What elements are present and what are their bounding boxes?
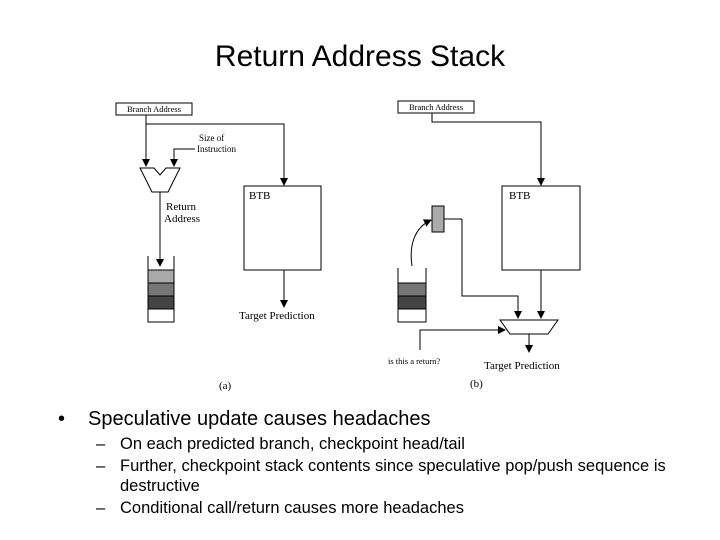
sub-bullet-item: – On each predicted branch, checkpoint h… (96, 434, 698, 454)
is-this-a-return-label: is this a return? (388, 356, 440, 366)
bullet-item: • Speculative update causes headaches (58, 406, 698, 432)
entry-to-mux-line (461, 219, 522, 319)
panel-a: Branch Address Size of Instruction Retur… (115, 102, 322, 392)
size-of-label: Size of (199, 133, 224, 143)
btb-label-a: BTB (249, 190, 270, 202)
popped-entry (431, 205, 445, 233)
branch-to-btb-line-b (431, 113, 545, 186)
sub-bullet-dash: – (96, 457, 106, 475)
branch-address-label-a: Branch Address (127, 104, 181, 114)
address-label: Address (164, 213, 200, 225)
sub-bullet-text: Conditional call/return causes more head… (120, 499, 464, 517)
branch-address-box-a (115, 102, 193, 116)
select-line (419, 326, 506, 350)
bullet-dot: • (58, 408, 66, 430)
caption-a: (a) (219, 380, 232, 392)
bullet-list: • Speculative update causes headaches – … (58, 406, 698, 520)
target-prediction-label-b: Target Prediction (484, 360, 560, 372)
mux-shape (499, 319, 559, 335)
return-address-stack-diagram: Branch Address Size of Instruction Retur… (115, 100, 581, 392)
target-prediction-label-a: Target Prediction (239, 310, 315, 322)
caption-b: (b) (470, 378, 483, 390)
sub-bullet-list: – On each predicted branch, checkpoint h… (58, 434, 698, 518)
return-stack-b (397, 268, 427, 323)
sub-bullet-item: – Conditional call/return causes more he… (96, 498, 698, 518)
sub-bullet-dash: – (96, 499, 106, 517)
bullet-text: Speculative update causes headaches (88, 408, 431, 430)
btb-label-b: BTB (509, 190, 530, 202)
size-to-adder-line (170, 148, 195, 167)
adder-shape (139, 167, 181, 193)
btb-box-a (243, 185, 322, 271)
btb-box-b (501, 185, 581, 271)
return-label: Return (166, 201, 196, 213)
branch-to-btb-line-a (145, 115, 288, 186)
panel-b: Branch Address BTB is this a return? Tar… (388, 100, 581, 390)
instruction-label: Instruction (197, 144, 236, 154)
sub-bullet-item: – Further, checkpoint stack contents sin… (96, 456, 698, 496)
sub-bullet-dash: – (96, 435, 106, 453)
sub-bullet-text: Further, checkpoint stack contents since… (120, 457, 666, 495)
return-stack-a (147, 256, 175, 323)
pop-arrow (410, 219, 432, 267)
branch-address-box-b (397, 100, 475, 114)
branch-address-label-b: Branch Address (409, 102, 463, 112)
slide-title: Return Address Stack (214, 40, 506, 73)
sub-bullet-text: On each predicted branch, checkpoint hea… (120, 435, 465, 453)
